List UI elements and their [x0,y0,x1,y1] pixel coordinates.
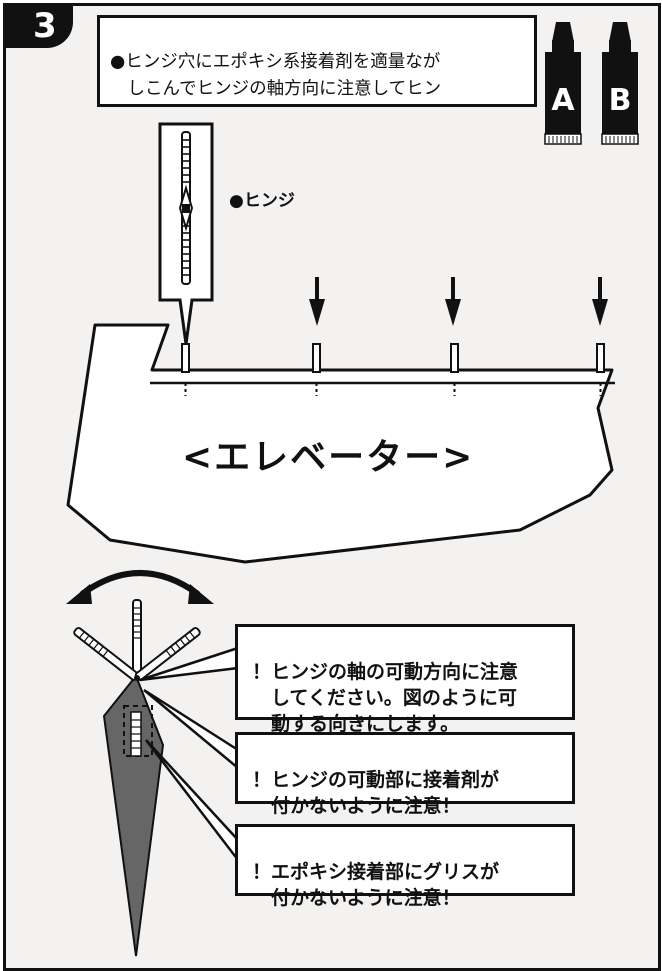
callout-leaders [139,646,240,864]
callout-no-glue-on-pivot-text: ！ヒンジの可動部に接着剤が 付かないように注意！ [252,769,500,817]
instruction-text: ●ヒンジ穴にエポキシ系接着剤を適量なが しこんでヒンジの軸方向に注意してヒン ジ… [110,52,442,99]
callout-hinge-direction-text: ！ヒンジの軸の可動方向に注意 してください。図のように可 動する向きにします。 [252,661,519,735]
hinge-slots [181,343,605,396]
elevator-label: <エレベーター> [182,437,475,478]
bottle-a-label: A [551,83,575,118]
callout-no-grease-on-epoxy-text: ！エポキシ接着部にグリスが 付かないように注意！ [252,861,500,909]
step-number-badge: 3 [3,3,73,48]
callout-no-glue-on-pivot: ！ヒンジの可動部に接着剤が 付かないように注意！ [235,732,575,817]
hinge-closeup-balloon [158,122,214,345]
epoxy-bottle-a-icon: A [544,22,582,145]
pivot-motion-arrow-icon [66,570,214,604]
bottle-b-label: B [609,83,632,118]
callout-no-grease-on-epoxy: ！エポキシ接着部にグリスが 付かないように注意！ [235,824,575,909]
hinge-label: ●ヒンジ [229,191,295,211]
elevator-cross-section [102,674,165,957]
hinge-icon [178,131,194,285]
callout-hinge-direction: ！ヒンジの軸の可動方向に注意 してください。図のように可 動する向きにします。 [235,624,575,735]
step-number: 3 [33,5,57,46]
hinge-leaf-positions [73,599,201,681]
instruction-box: ●ヒンジ穴にエポキシ系接着剤を適量なが しこんでヒンジの軸方向に注意してヒン ジ… [97,15,537,107]
elevator-outline [66,323,615,564]
insert-arrow-icon [309,277,608,326]
epoxy-bottle-b-icon: B [601,22,639,145]
